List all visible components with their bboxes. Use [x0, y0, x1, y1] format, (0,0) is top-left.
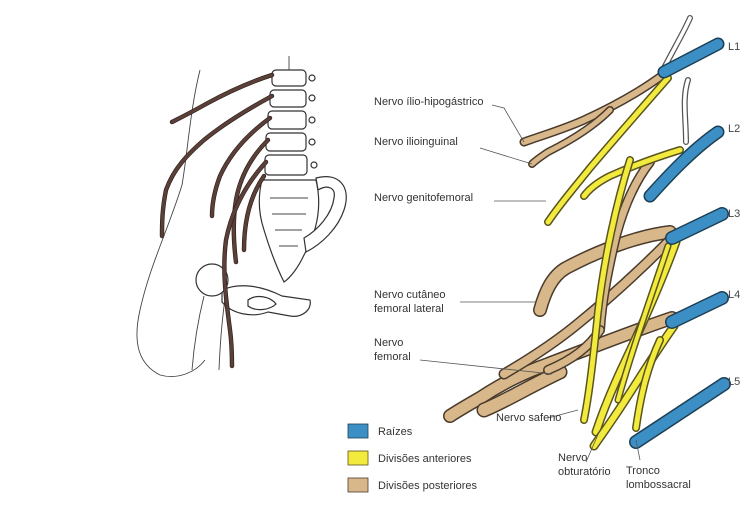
level-label-l3: L3	[728, 208, 740, 220]
level-label-l5: L5	[728, 376, 740, 388]
anatomy-illustration	[136, 56, 347, 377]
label-lateral-cutaneous-2: femoral lateral	[374, 303, 444, 315]
obturator-foramen	[247, 295, 277, 311]
legend-label-anterior: Divisões anteriores	[378, 453, 472, 465]
roots	[629, 37, 731, 449]
label-lumbosacral-2: lombossacral	[626, 479, 691, 491]
legend-swatch-anterior	[347, 450, 369, 466]
label-saphenous: Nervo safeno	[496, 412, 561, 424]
femur-shaft	[191, 291, 227, 371]
plexus-schematic: L1 L2 L3 L4 L5 Nervo ílio-hipogástrico N…	[347, 15, 740, 493]
legend-label-posterior: Divisões posteriores	[378, 480, 478, 492]
level-label-l4: L4	[728, 289, 740, 301]
lumbar-nerves-drawing	[159, 72, 275, 369]
label-ilioinguinal: Nervo ilioinguinal	[374, 136, 458, 148]
label-femoral-2: femoral	[374, 351, 411, 363]
body-outline	[136, 69, 201, 376]
label-lumbosacral-1: Tronco	[626, 465, 660, 477]
hip-contour	[159, 359, 206, 377]
leader-lines	[419, 104, 641, 463]
label-lateral-cutaneous-1: Nervo cutâneo	[374, 289, 446, 301]
label-obturator-2: obturatório	[558, 466, 611, 478]
nerve-labels: Nervo ílio-hipogástrico Nervo ilioinguin…	[374, 96, 691, 491]
legend-swatch-posterior	[347, 477, 369, 493]
posterior-divisions	[443, 69, 679, 423]
legend: Raízes Divisões anteriores Divisões post…	[347, 423, 478, 493]
label-obturator-1: Nervo	[558, 452, 587, 464]
level-label-l2: L2	[728, 123, 740, 135]
legend-swatch-roots	[347, 423, 369, 439]
level-label-l1: L1	[728, 41, 740, 53]
iliac-crest	[303, 176, 347, 253]
sacrum	[258, 179, 320, 283]
legend-label-roots: Raízes	[378, 426, 413, 438]
anterior-divisions	[544, 74, 684, 451]
femoral-head	[195, 263, 229, 297]
label-femoral-1: Nervo	[374, 337, 403, 349]
label-genitofemoral: Nervo genitofemoral	[374, 192, 473, 204]
label-iliohypogastric: Nervo ílio-hipogástrico	[374, 96, 483, 108]
